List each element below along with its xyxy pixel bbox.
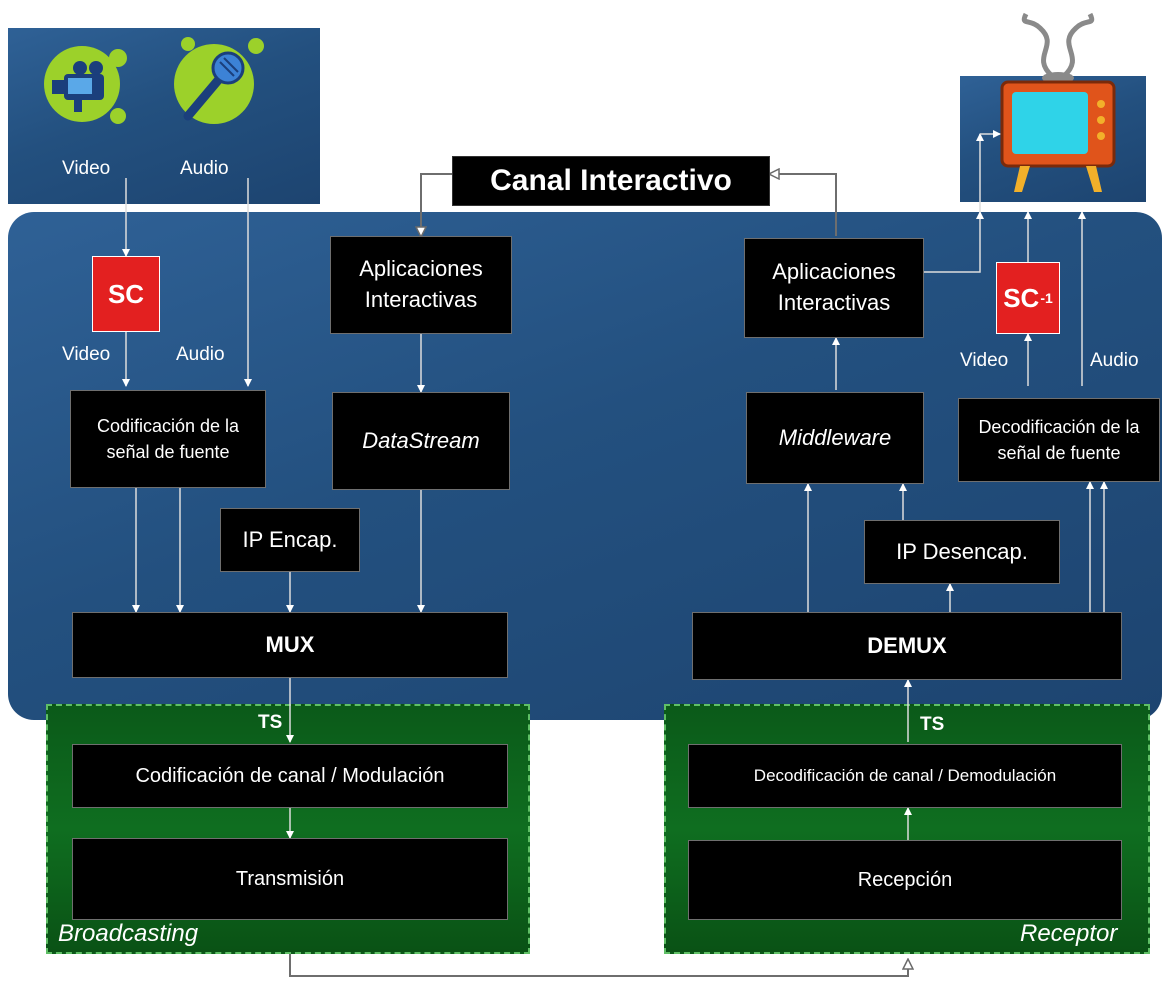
- source-audio-label: Audio: [180, 158, 229, 179]
- sc-inverse-box: SC-1: [996, 262, 1060, 334]
- channel-coding-box: Codificación de canal / Modulación: [72, 744, 508, 808]
- source-video-label: Video: [62, 158, 111, 179]
- video-camera-icon: [38, 40, 130, 132]
- microphone-icon: [168, 32, 268, 132]
- source-decoding-box: Decodificación de la señal de fuente: [958, 398, 1160, 482]
- interactive-channel-box: Canal Interactivo: [452, 156, 770, 206]
- receptor-label: Receptor: [1020, 920, 1118, 947]
- datastream-box: DataStream: [332, 392, 510, 490]
- transmission-box: Transmisión: [72, 838, 508, 920]
- broadcasting-label: Broadcasting: [58, 920, 199, 947]
- rx-audio-label: Audio: [1090, 350, 1139, 371]
- rx-video-label: Video: [960, 350, 1009, 371]
- tx-audio-label: Audio: [176, 344, 225, 365]
- middleware-box: Middleware: [746, 392, 924, 484]
- sc-box: SC: [92, 256, 160, 332]
- tx-video-label: Video: [62, 344, 111, 365]
- ip-encap-box: IP Encap.: [220, 508, 360, 572]
- reception-box: Recepción: [688, 840, 1122, 920]
- sc-inverse-sup: -1: [1040, 290, 1053, 306]
- tx-interactive-apps-box: Aplicaciones Interactivas: [330, 236, 512, 334]
- sc-inverse-label: SC: [1003, 282, 1040, 313]
- mux-box: MUX: [72, 612, 508, 678]
- rx-ts-label: TS: [920, 714, 945, 735]
- tx-ts-label: TS: [258, 712, 283, 733]
- channel-decoding-box: Decodificación de canal / Demodulación: [688, 744, 1122, 808]
- ip-decap-box: IP Desencap.: [864, 520, 1060, 584]
- television-icon: [990, 6, 1130, 200]
- rx-interactive-apps-box: Aplicaciones Interactivas: [744, 238, 924, 338]
- demux-box: DEMUX: [692, 612, 1122, 680]
- source-coding-box: Codificación de la señal de fuente: [70, 390, 266, 488]
